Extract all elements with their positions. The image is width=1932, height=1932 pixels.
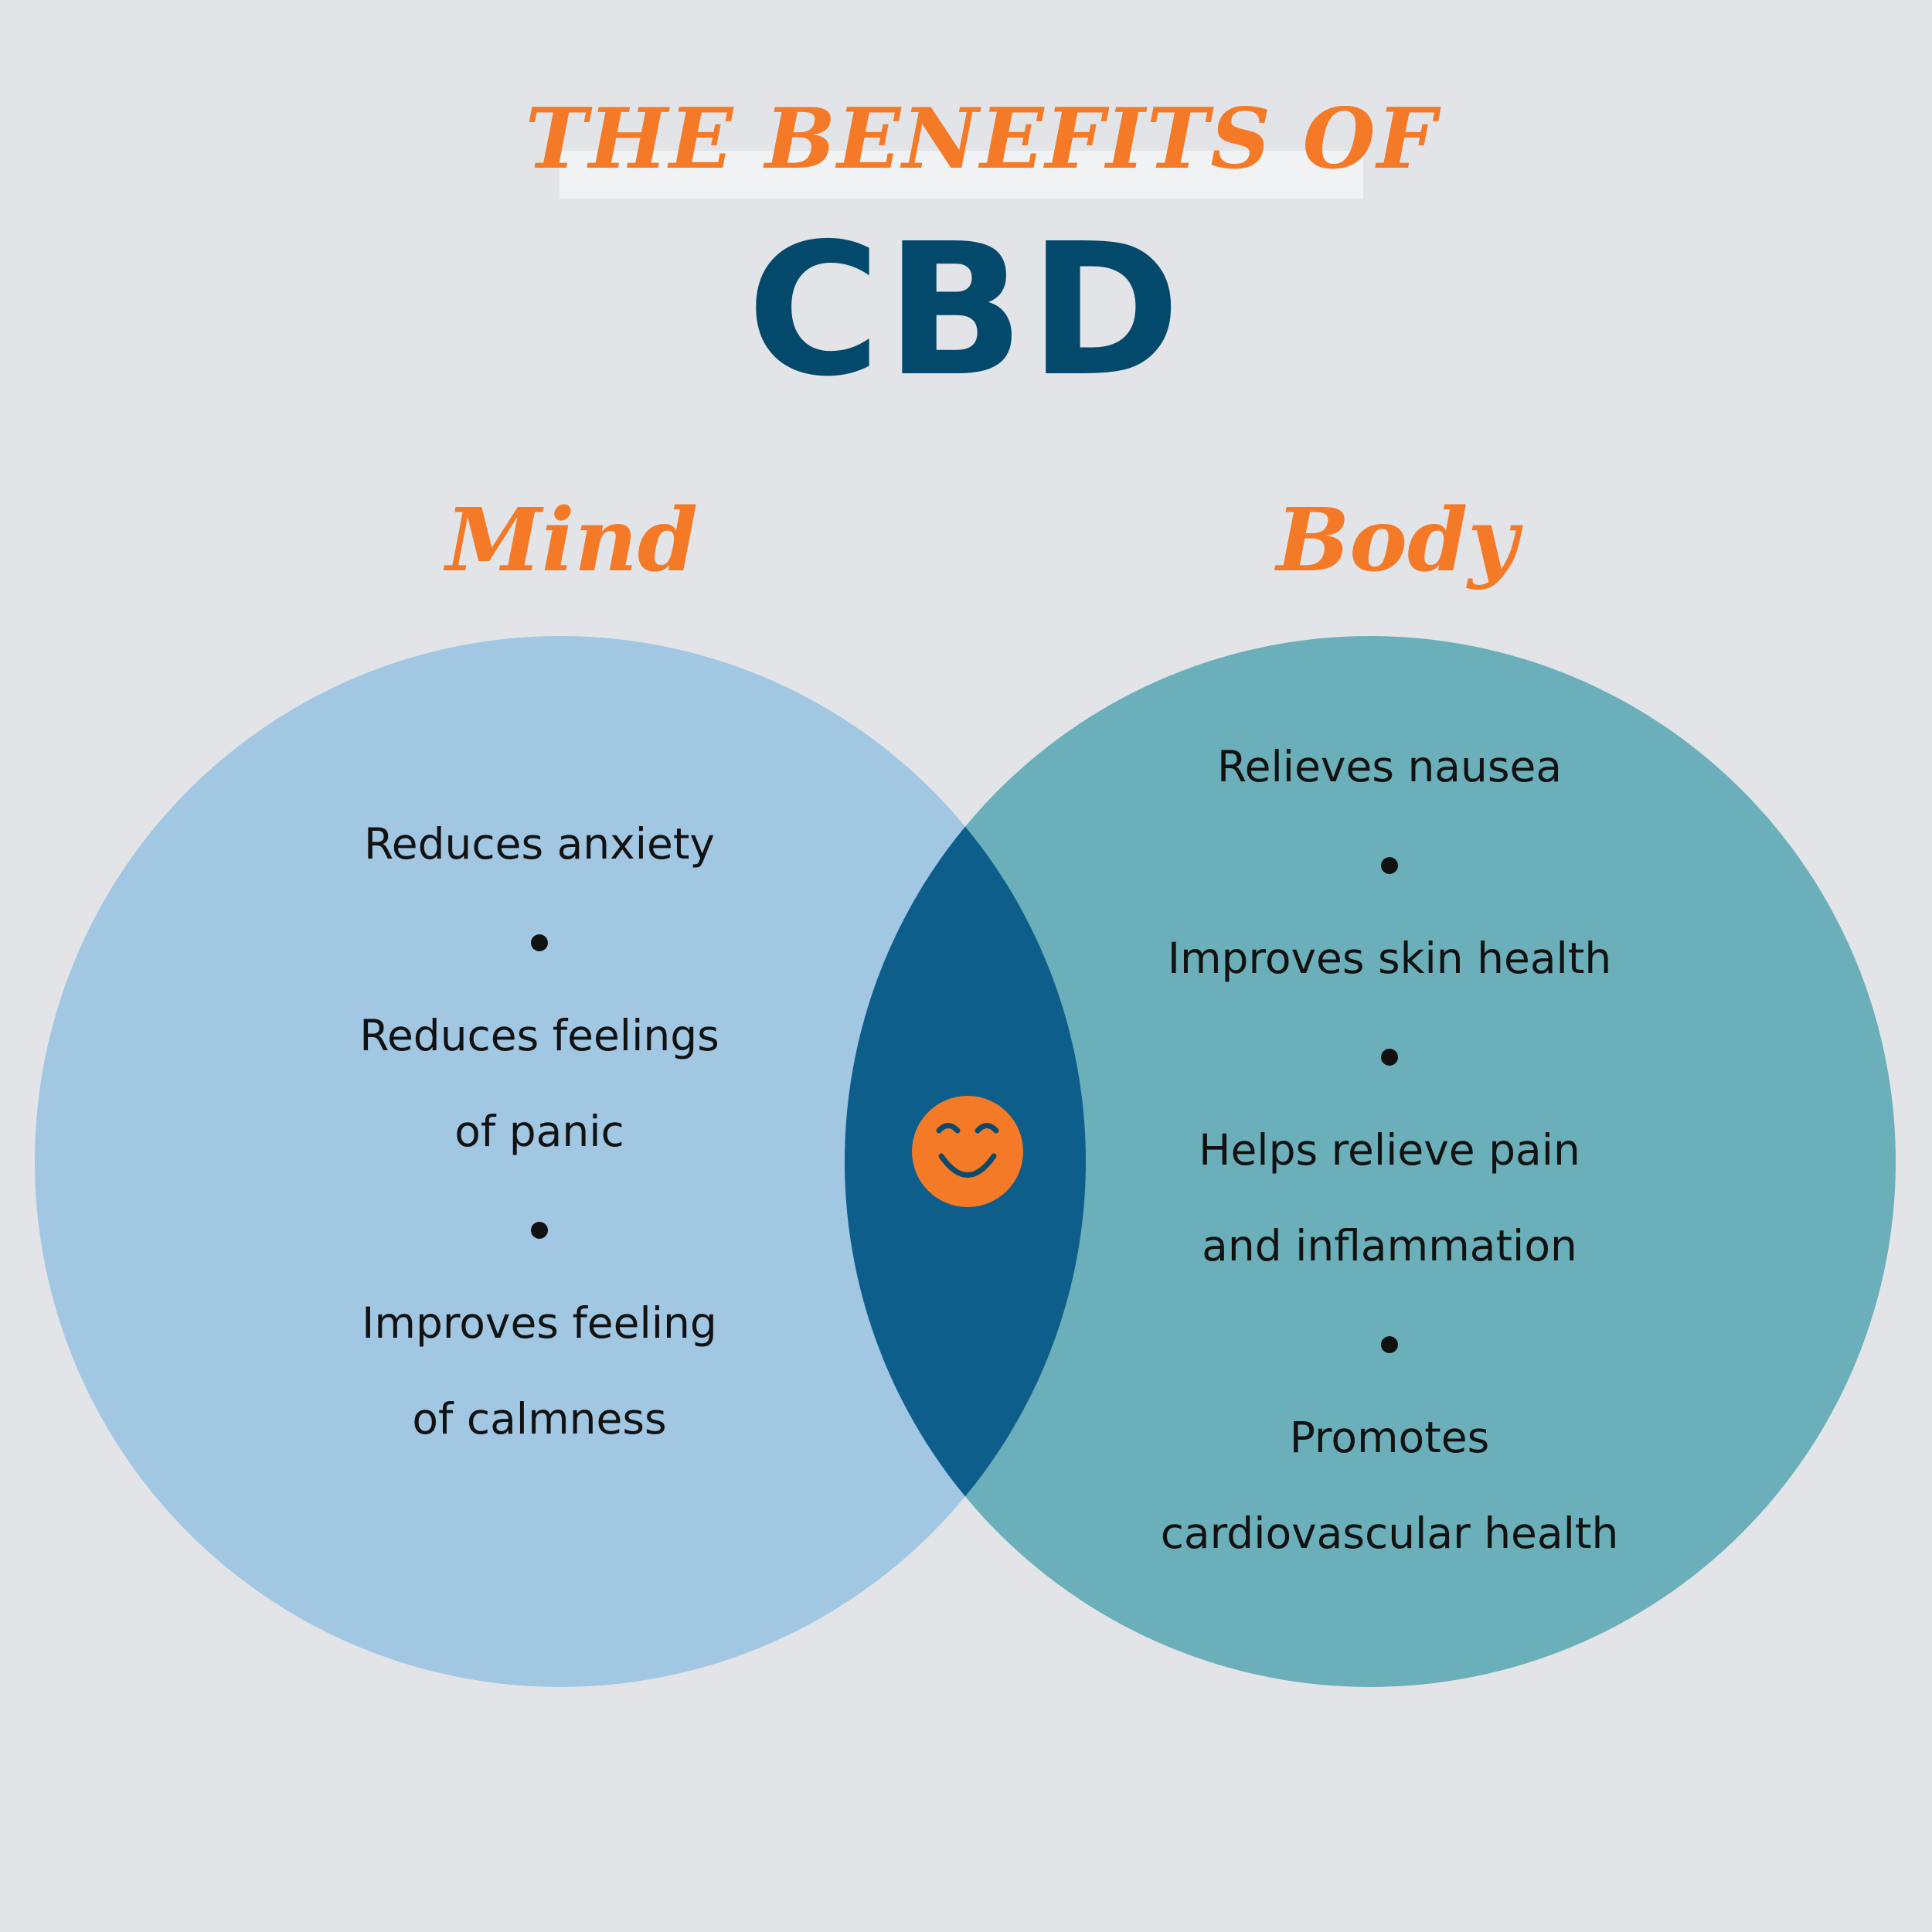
bullet-dot-icon bbox=[1381, 1335, 1398, 1353]
bullet-separator bbox=[230, 892, 849, 988]
mind-benefit-line: of panic bbox=[454, 1107, 624, 1156]
bullet-dot-icon bbox=[531, 1221, 548, 1239]
title-benefits-of: THE BENEFITS OF bbox=[525, 90, 1438, 188]
bullet-separator bbox=[1080, 1006, 1699, 1102]
mind-benefit-line: Improves feeling bbox=[362, 1298, 717, 1348]
body-benefit-line: Promotes bbox=[1289, 1413, 1490, 1462]
mind-benefit-line: of calmness bbox=[412, 1394, 667, 1444]
bullet-dot-icon bbox=[1381, 1048, 1398, 1066]
smiley-face-icon bbox=[912, 1096, 1023, 1207]
bullet-separator bbox=[1080, 815, 1699, 910]
bullet-separator bbox=[230, 1179, 849, 1275]
bullet-separator bbox=[1080, 1294, 1699, 1389]
bullet-dot-icon bbox=[1381, 856, 1398, 874]
body-heading: Body bbox=[1276, 490, 1519, 591]
body-benefit-line: Relieves nausea bbox=[1216, 742, 1563, 791]
body-benefit-line: Helps relieve pain bbox=[1199, 1125, 1580, 1175]
body-benefit-line: cardiovascular health bbox=[1160, 1509, 1619, 1558]
body-benefit-line: and inflammation bbox=[1202, 1221, 1577, 1270]
bullet-dot-icon bbox=[531, 934, 548, 951]
mind-benefit-line: Reduces feelings bbox=[359, 1011, 719, 1060]
mind-circle bbox=[35, 636, 1086, 1687]
mind-benefit-line: Reduces anxiety bbox=[364, 819, 715, 869]
title-highlight-bar bbox=[560, 151, 1363, 199]
body-circle bbox=[845, 636, 1896, 1687]
body-benefit-line: Improves skin health bbox=[1167, 934, 1612, 983]
mind-heading: Mind bbox=[445, 490, 699, 591]
title-cbd: CBD bbox=[747, 204, 1185, 417]
